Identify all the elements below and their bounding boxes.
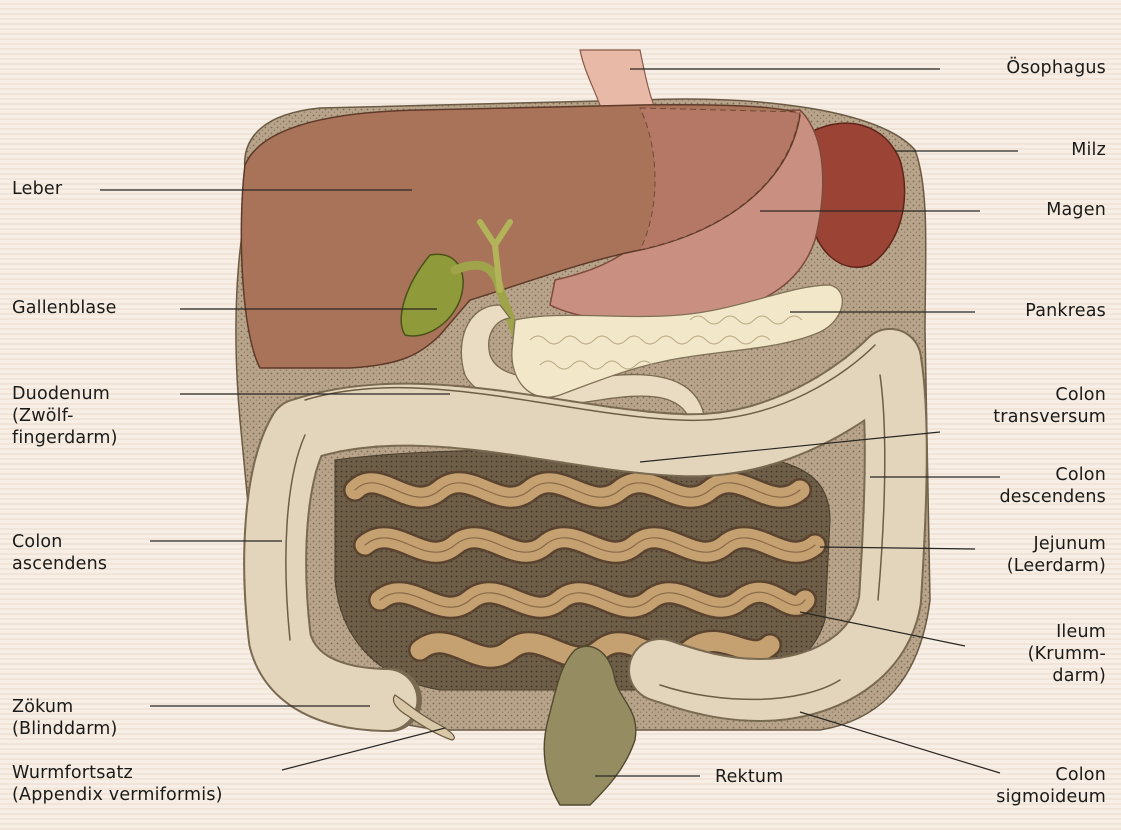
label-rektum: Rektum [715, 766, 783, 788]
label-zoekum: Zökum (Blinddarm) [12, 696, 118, 740]
label-jejunum: Jejunum (Leerdarm) [1007, 533, 1106, 577]
label-colon-ascendens: Colon ascendens [12, 531, 107, 575]
label-oesophagus: Ösophagus [1006, 57, 1106, 79]
label-pankreas: Pankreas [1025, 300, 1106, 322]
label-ileum: Ileum (Krumm- darm) [1028, 621, 1106, 687]
label-leber: Leber [12, 178, 62, 200]
label-colon-descendens: Colon descendens [999, 464, 1106, 508]
label-colon-sigmoideum: Colon sigmoideum [996, 764, 1106, 808]
label-magen: Magen [1046, 199, 1106, 221]
label-milz: Milz [1071, 139, 1106, 161]
label-colon-transversum: Colon transversum [993, 384, 1106, 428]
label-wurmfortsatz: Wurmfortsatz (Appendix vermiformis) [12, 762, 223, 806]
label-gallenblase: Gallenblase [12, 297, 117, 319]
label-duodenum: Duodenum (Zwölf- fingerdarm) [12, 383, 118, 449]
